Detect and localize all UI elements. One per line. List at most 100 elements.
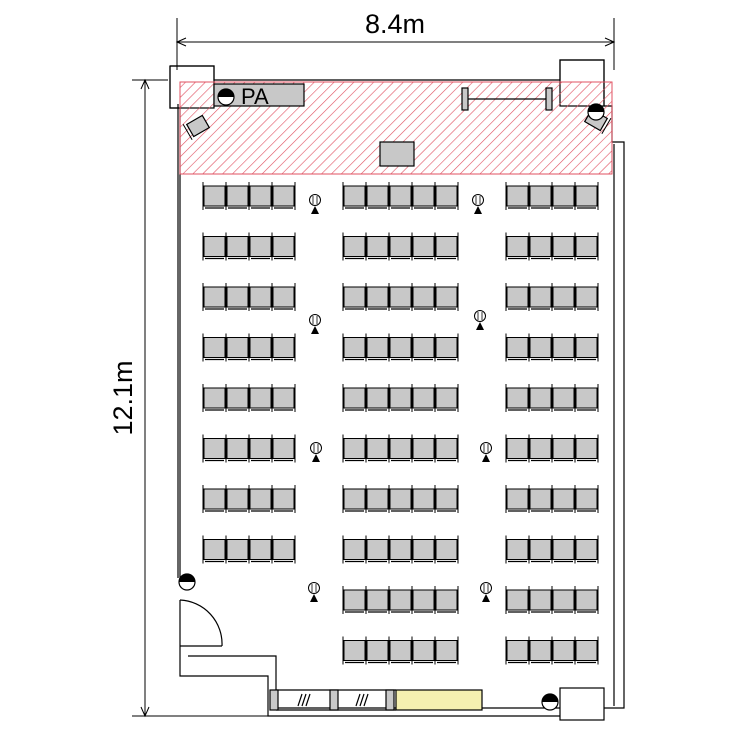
seat: [202, 283, 226, 311]
seat: [271, 434, 295, 463]
column-icon: [269, 689, 279, 711]
seat-row: [342, 586, 459, 614]
seat: [411, 586, 435, 614]
seat: [342, 283, 366, 311]
seat: [505, 485, 529, 513]
seat: [411, 636, 435, 665]
seat: [505, 182, 529, 210]
seat: [271, 232, 295, 261]
seat: [342, 232, 366, 261]
seat: [505, 232, 529, 261]
seat: [365, 586, 389, 614]
seat-row: [202, 232, 296, 261]
seat: [505, 333, 529, 362]
ceiling-speaker-icon: [480, 582, 492, 602]
seat: [271, 485, 295, 513]
stage-light-icon: [182, 114, 211, 141]
depth-dimension: 12.1m: [108, 78, 268, 718]
seat: [342, 333, 366, 362]
speaker-icon: [541, 693, 559, 711]
podium-icon: [379, 141, 415, 167]
seat: [365, 434, 389, 463]
seat: [574, 333, 598, 362]
seat: [388, 586, 412, 614]
seat: [411, 182, 435, 210]
seat: [388, 485, 412, 513]
seat: [505, 636, 529, 665]
seat: [574, 232, 598, 261]
seat: [271, 333, 295, 362]
seat: [365, 232, 389, 261]
seat: [202, 182, 226, 210]
seat: [342, 485, 366, 513]
seat: [505, 434, 529, 463]
ceiling-speakers: [308, 194, 492, 602]
seat: [574, 182, 598, 210]
ceiling-speaker-icon: [472, 194, 484, 214]
seat: [551, 535, 575, 564]
seat-row: [505, 232, 599, 261]
seat: [365, 333, 389, 362]
seat: [551, 333, 575, 362]
seat: [225, 232, 249, 261]
seat: [365, 485, 389, 513]
seat-row: [342, 283, 459, 311]
seat-row: [342, 434, 459, 463]
seat: [505, 586, 529, 614]
column-icon: [329, 689, 339, 711]
seat-row: [342, 485, 459, 513]
seat: [202, 333, 226, 362]
seat: [411, 333, 435, 362]
seat: [225, 434, 249, 463]
seat: [202, 535, 226, 564]
seat: [434, 636, 458, 665]
seat: [365, 182, 389, 210]
seat: [271, 283, 295, 311]
reception-table: [395, 689, 483, 711]
seat: [271, 384, 295, 412]
seat: [574, 535, 598, 564]
door-icon: [179, 599, 223, 647]
ceiling-speaker-icon: [309, 314, 321, 334]
seat: [411, 283, 435, 311]
seat: [434, 535, 458, 564]
seat: [551, 434, 575, 463]
seat: [248, 434, 272, 463]
depth-dimension-label: 12.1m: [108, 360, 138, 435]
seat-row: [202, 182, 296, 210]
seat-row: [342, 636, 459, 665]
speaker-icon: [217, 88, 235, 106]
ceiling-speaker-icon: [309, 194, 321, 214]
seat: [411, 434, 435, 463]
seating-area: [202, 182, 599, 665]
seat-row: [505, 333, 599, 362]
ceiling-speaker-icon: [310, 442, 322, 462]
seat: [388, 535, 412, 564]
seat: [505, 535, 529, 564]
seat: [528, 232, 552, 261]
seat: [388, 384, 412, 412]
seat: [434, 586, 458, 614]
seat: [434, 182, 458, 210]
seat: [388, 232, 412, 261]
seat: [388, 283, 412, 311]
seat: [528, 333, 552, 362]
column-icon: [385, 689, 395, 711]
width-dimension-label: 8.4m: [365, 9, 425, 39]
seat: [434, 384, 458, 412]
seat: [528, 636, 552, 665]
ceiling-speaker-icon: [474, 310, 486, 330]
seat-row: [505, 434, 599, 463]
seat: [365, 283, 389, 311]
speaker-icon: [178, 573, 196, 591]
seat: [551, 182, 575, 210]
seat: [411, 485, 435, 513]
seat: [434, 434, 458, 463]
seat-row: [202, 485, 296, 513]
seat: [202, 485, 226, 513]
seat: [551, 586, 575, 614]
seat: [551, 283, 575, 311]
seat: [574, 586, 598, 614]
seat: [225, 384, 249, 412]
seat: [434, 485, 458, 513]
